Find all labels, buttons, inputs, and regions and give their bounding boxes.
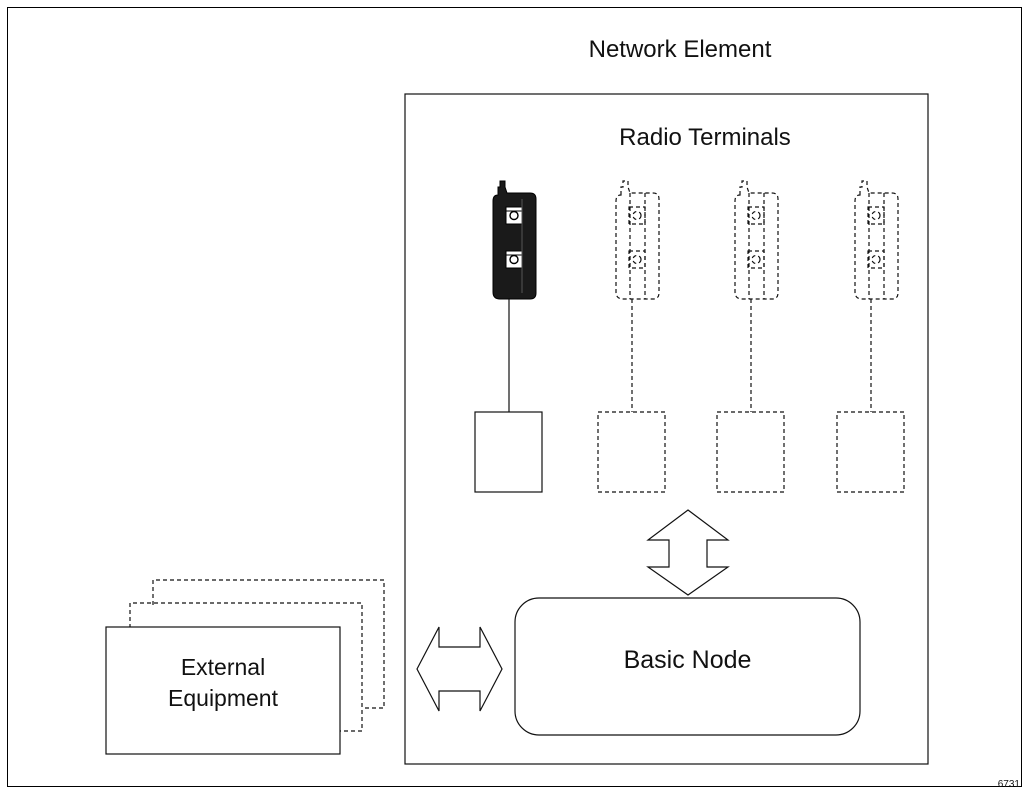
double-arrow-vertical-icon	[646, 509, 730, 596]
network-element-box	[404, 93, 929, 765]
outdoor-radio-unit-icon	[492, 180, 537, 300]
radio-terminals-label: Radio Terminals	[619, 124, 791, 151]
outdoor-radio-unit-icon	[734, 180, 779, 300]
external-equipment-box	[105, 626, 341, 755]
radio-interface-module	[597, 411, 666, 493]
radio-interface-module	[716, 411, 785, 493]
double-arrow-horizontal-icon	[416, 626, 503, 712]
external-equipment-label: External Equipment	[168, 654, 278, 711]
external-equipment-optional-frame	[129, 602, 363, 732]
outdoor-radio-unit-icon	[854, 180, 899, 300]
external-equipment-optional-frame	[152, 579, 385, 709]
basic-node-box	[514, 597, 861, 736]
figure-number: 6731	[997, 779, 1020, 790]
outdoor-radio-unit-icon	[615, 180, 660, 300]
radio-interface-module	[474, 411, 543, 493]
radio-interface-module	[836, 411, 905, 493]
network-element-label: Network Element	[588, 36, 772, 63]
basic-node-label: Basic Node	[623, 646, 752, 674]
